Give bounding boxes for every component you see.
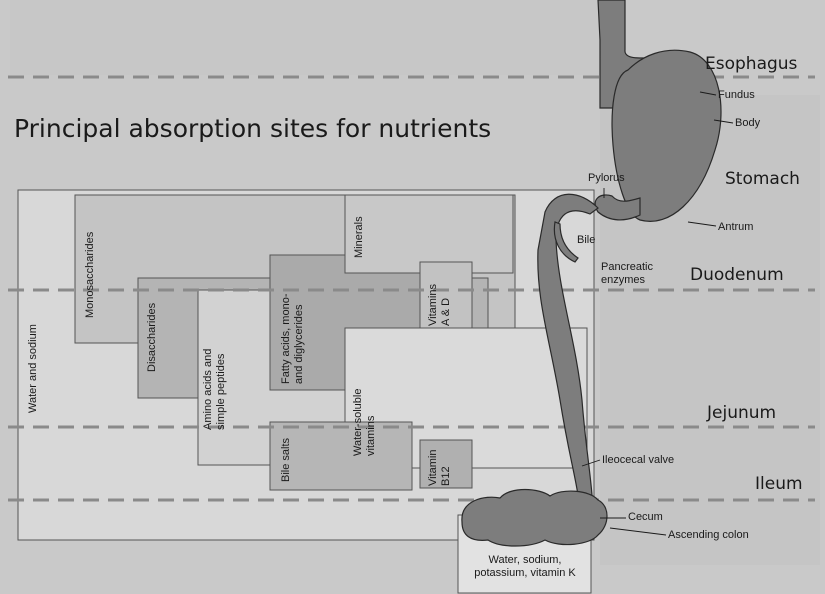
box-bile-salts [269,421,413,491]
nutrient-boxes [17,189,595,594]
label-cecum: Cecum [628,511,663,523]
region-duodenum: Duodenum [690,265,784,285]
label-pancreatic-enzymes: Pancreatic enzymes [601,261,653,286]
label-water-sodium: Water and sodium [27,324,39,413]
background-texture [10,0,820,565]
label-colon-absorption: Water, sodium, potassium, vitamin K [474,554,576,579]
box-vitamins-ad [419,261,473,335]
pylorus-shape [594,194,641,221]
diagram-title: Principal absorption sites for nutrients [14,114,492,143]
label-fatty-acids: Fatty acids, mono- and diglycerides [280,293,305,384]
stomach-shape [611,49,722,222]
label-ileocecal-valve: Ileocecal valve [602,454,675,466]
gi-tract [461,0,722,547]
label-vitamin-b12: Vitamin B12 [427,449,452,486]
label-body: Body [735,117,761,129]
label-antrum: Antrum [718,221,754,233]
region-ileum: Ileum [755,474,803,494]
label-minerals: Minerals [353,216,365,258]
box-vitamin-b12 [419,439,473,489]
label-water-soluble-vitamins: Water-soluble vitamins [352,388,377,456]
label-monosaccharides: Monosaccharides [84,231,96,318]
region-esophagus: Esophagus [705,54,798,74]
box-minerals [344,194,514,274]
label-fundus: Fundus [718,89,755,101]
region-jejunum: Jejunum [707,403,777,423]
label-ascending-colon: Ascending colon [668,529,749,541]
label-bile-salts: Bile salts [280,437,292,482]
label-bile: Bile [577,234,596,246]
label-disaccharides: Disaccharides [146,302,158,372]
region-boundaries [8,75,815,502]
region-stomach: Stomach [725,169,800,189]
bile-duct [553,221,579,263]
leader-lines [581,91,734,536]
colon-shape [461,488,608,547]
label-vitamins-ad: Vitamins A & D [427,284,452,326]
label-amino-acids: Amino acids and simple peptides [202,348,227,430]
label-pylorus: Pylorus [588,172,625,184]
